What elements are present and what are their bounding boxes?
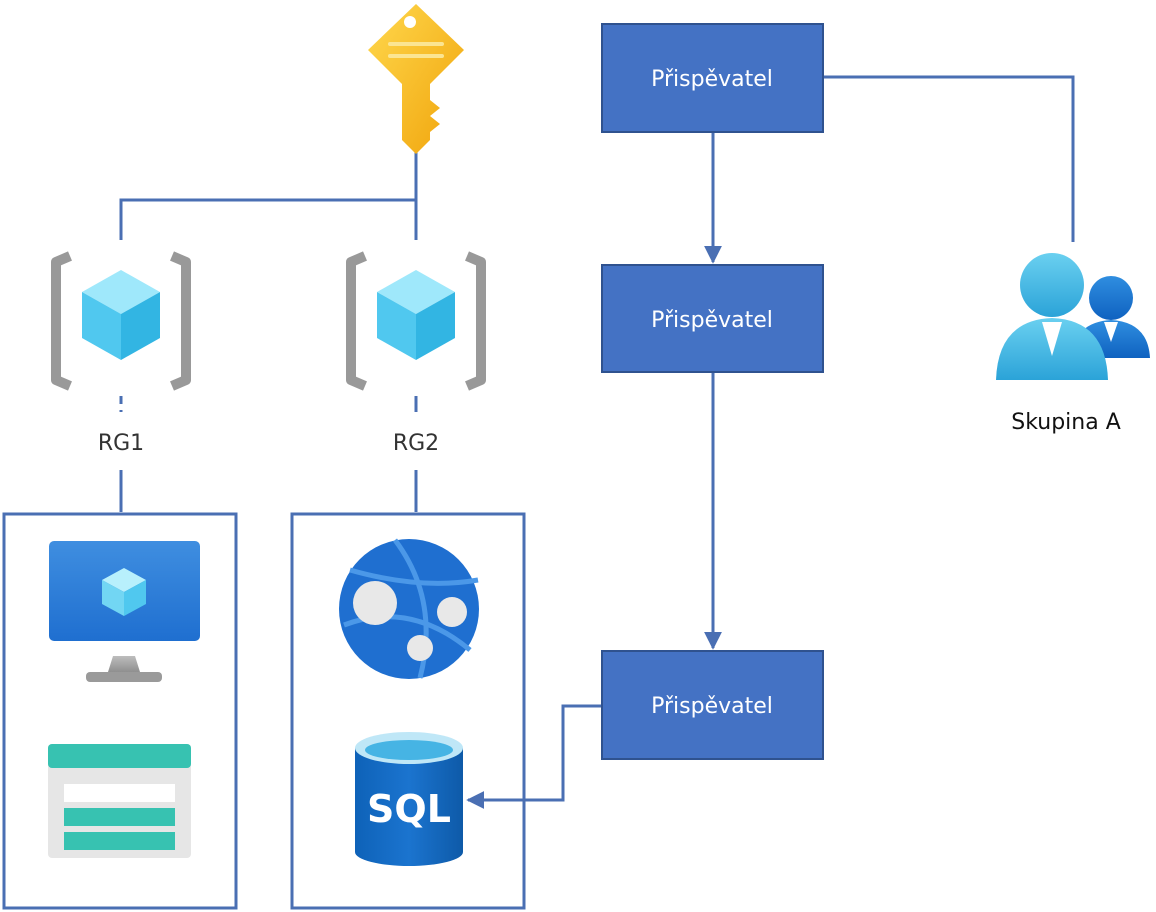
user-group-icon <box>996 253 1150 380</box>
rg1-label: RG1 <box>98 431 144 456</box>
rg1-resource-group-icon <box>51 251 191 391</box>
web-app-icon <box>339 538 479 679</box>
rg2-label: RG2 <box>393 431 439 456</box>
virtual-machine-icon <box>49 541 200 682</box>
sql-database-icon: SQL <box>355 732 463 866</box>
rg2-resources-box <box>290 512 526 910</box>
role-box-1: Přispěvatel <box>601 23 824 133</box>
role-box-2: Přispěvatel <box>601 264 824 373</box>
role-label-3: Přispěvatel <box>651 694 773 719</box>
sql-label: SQL <box>367 787 451 831</box>
connectors <box>119 75 1075 809</box>
key-to-rg-connector <box>119 152 418 240</box>
key-icon <box>368 4 464 154</box>
storage-account-icon <box>48 744 191 858</box>
group-label: Skupina A <box>1011 410 1121 435</box>
role-label-1: Přispěvatel <box>651 67 773 92</box>
role-label-2: Přispěvatel <box>651 308 773 333</box>
role-box-3: Přispěvatel <box>601 650 824 760</box>
role3-to-sql-arrow <box>466 704 601 809</box>
rg1-resources-box <box>2 512 238 910</box>
rg2-resource-group-icon <box>346 251 486 391</box>
role1-to-group-connector <box>823 75 1075 242</box>
